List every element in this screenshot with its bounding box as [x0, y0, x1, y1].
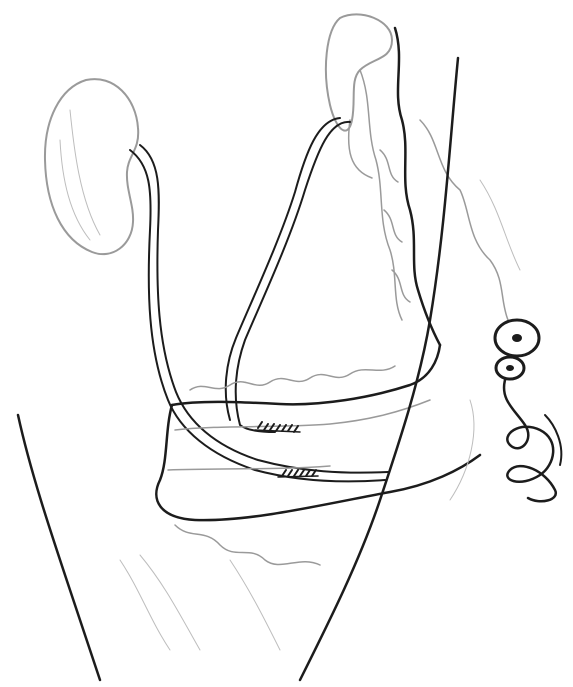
right-ureter — [226, 118, 350, 432]
background-shading — [120, 180, 520, 650]
ileal-conduit — [156, 345, 480, 565]
stoma — [495, 320, 539, 379]
suture-knot-squiggle — [504, 380, 561, 501]
right-kidney — [326, 14, 392, 178]
left-kidney — [45, 79, 138, 254]
